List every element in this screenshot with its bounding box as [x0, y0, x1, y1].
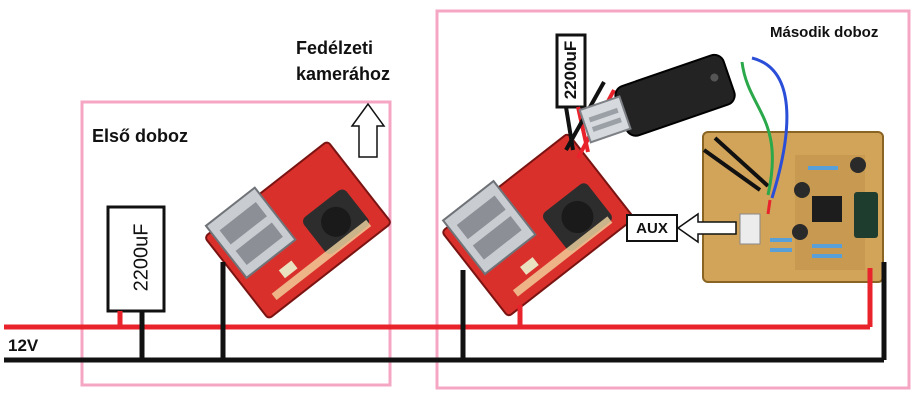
capacitor-1-body: [106, 205, 166, 313]
second-box-label: Második doboz: [770, 24, 879, 41]
capacitor-2-body: [555, 33, 587, 109]
aux-output-label: AUX: [626, 214, 678, 242]
capacitor-2-label: 2200uF: [561, 40, 580, 100]
step-down-converter-2: [441, 133, 634, 317]
amplifier-board: [702, 56, 884, 283]
left-arrow-icon: [676, 212, 737, 244]
first-box-outline: [80, 100, 392, 387]
capacitor-1-label: 2200uF: [130, 223, 153, 292]
up-arrow-icon: [350, 102, 386, 158]
camera-label-line2: kamerához: [296, 64, 391, 84]
bluetooth-receiver-dongle: [578, 53, 736, 144]
voltage-label: 12V: [8, 336, 39, 355]
aux-label-text: AUX: [636, 219, 668, 237]
step-down-converter-1: [204, 141, 391, 319]
first-box-label: Első doboz: [92, 126, 188, 146]
second-box-outline: [435, 9, 911, 390]
camera-label-line1: Fedélzeti: [296, 38, 374, 58]
